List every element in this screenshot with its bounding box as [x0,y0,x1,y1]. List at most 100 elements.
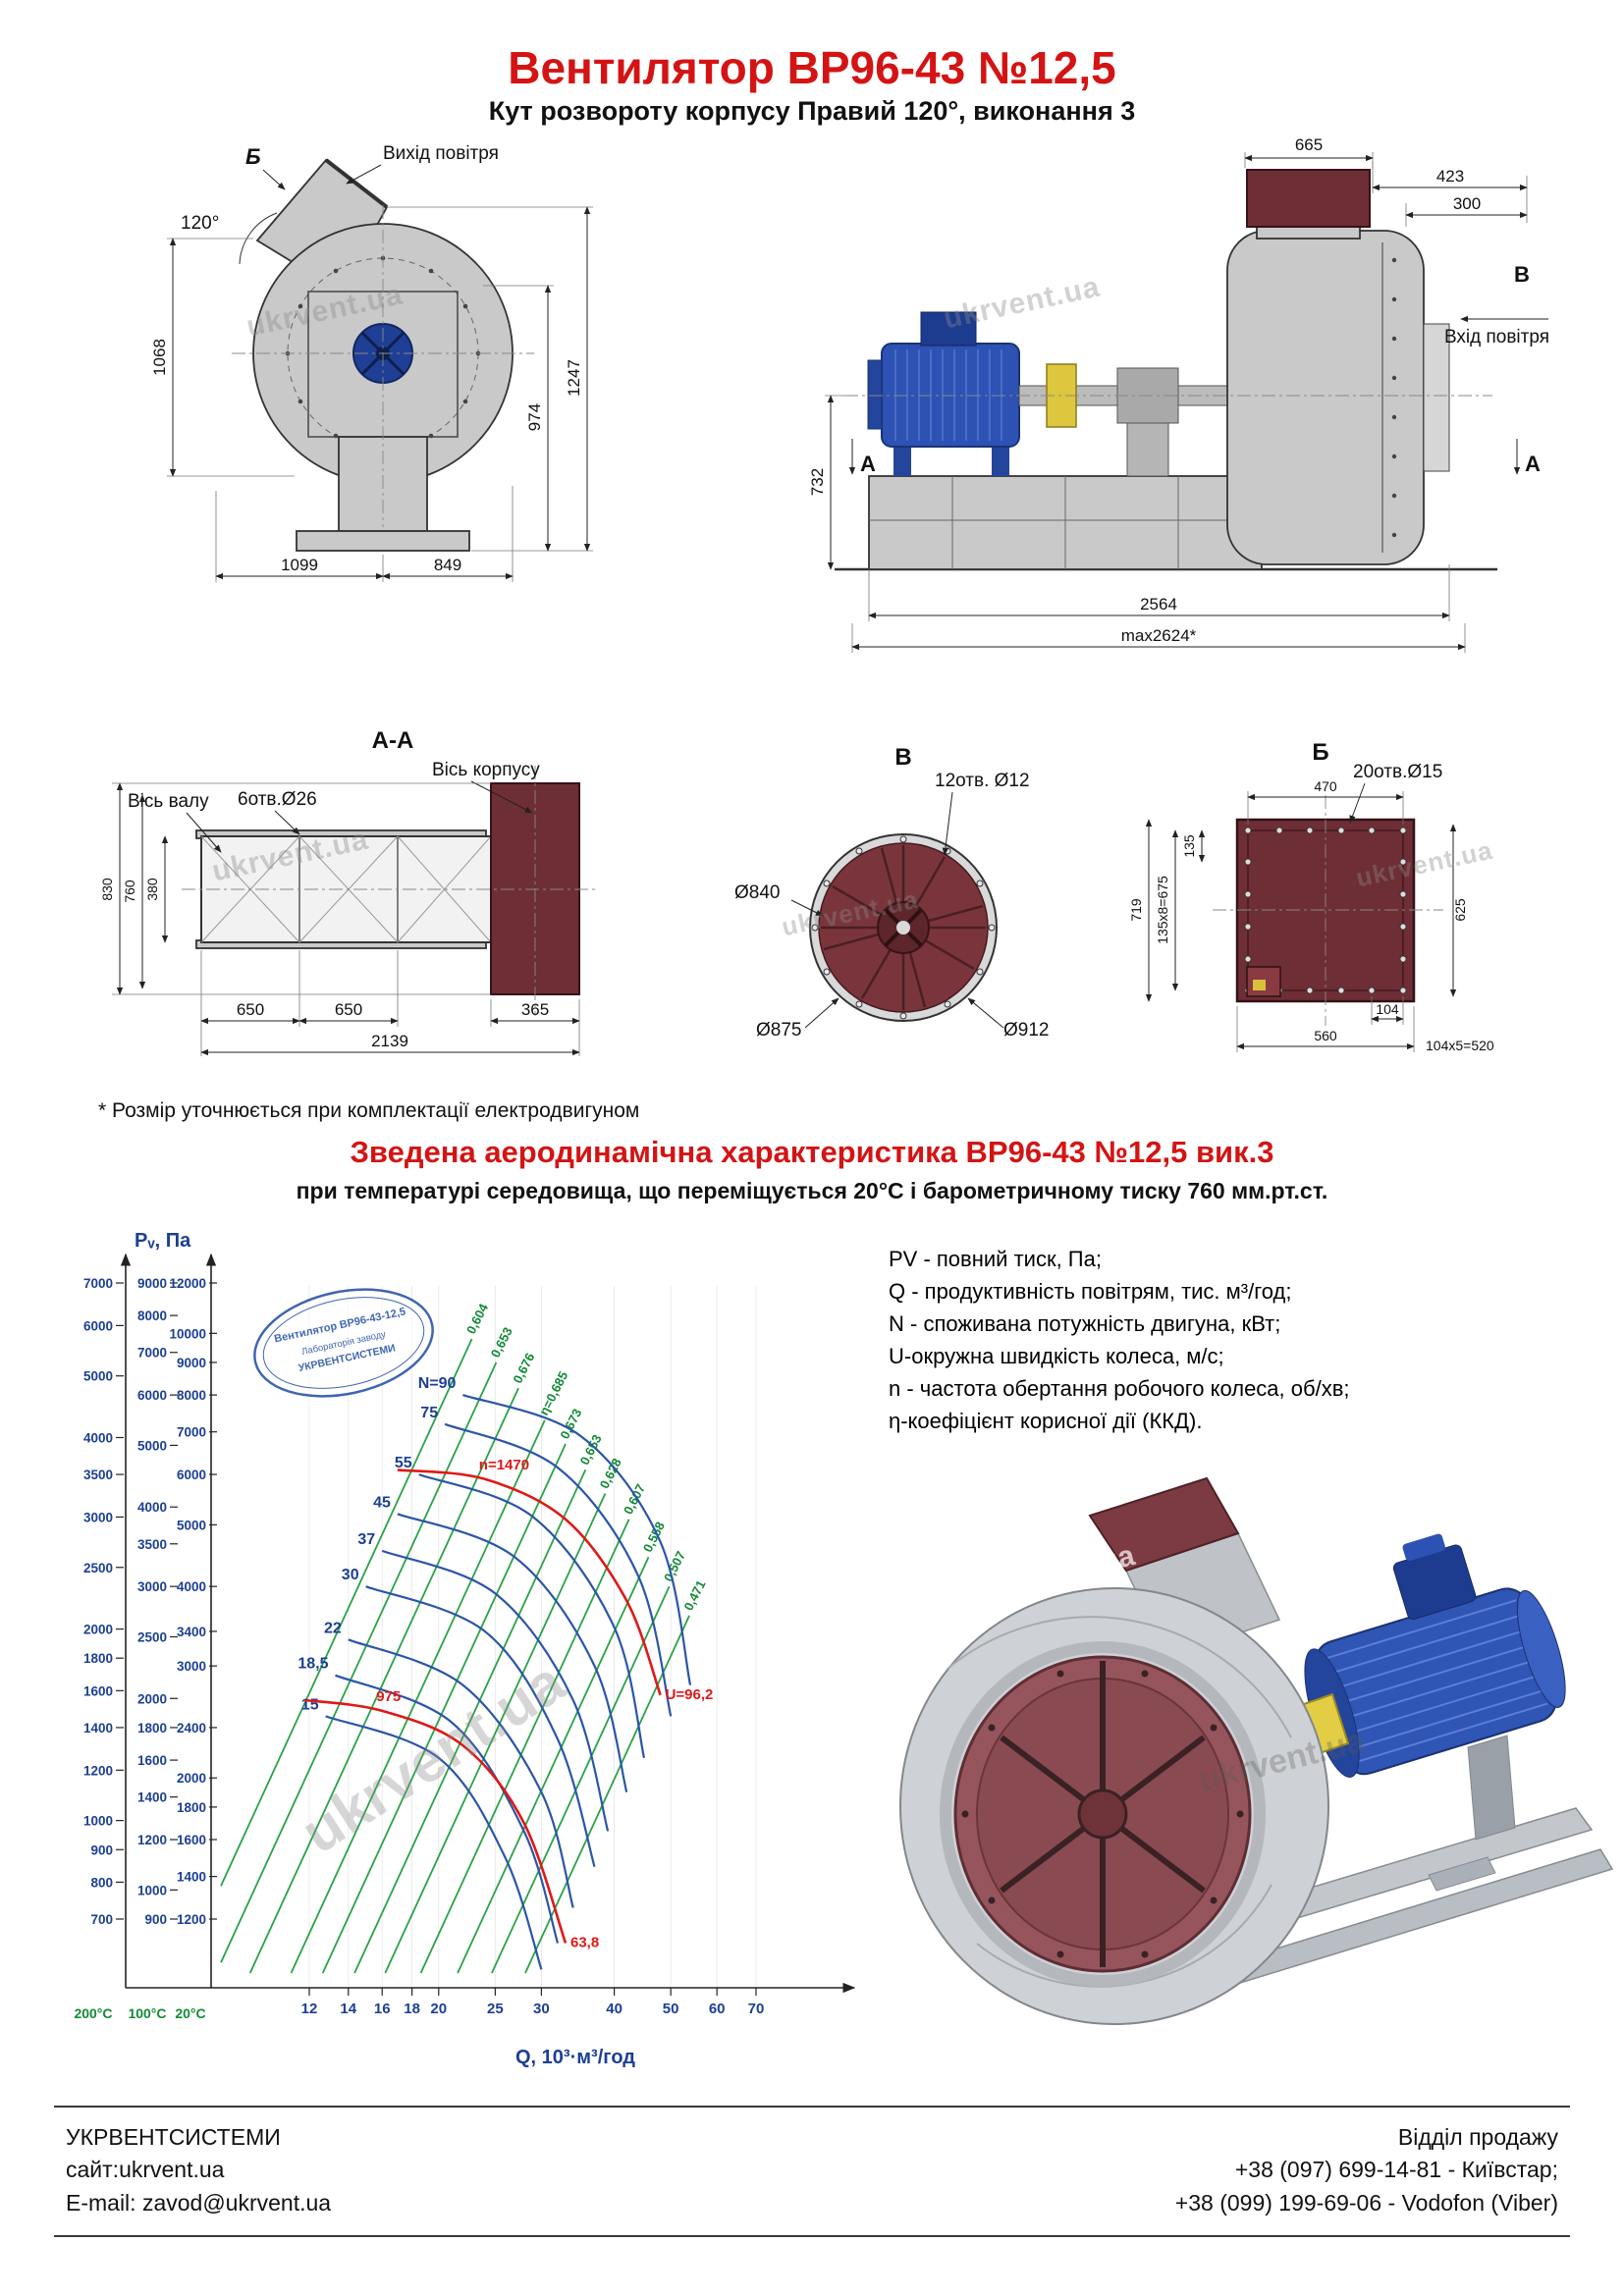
y-tick-label: 1200 [177,1912,206,1927]
footer-right: Відділ продажу +38 (097) 699-14-81 - Киї… [1175,2121,1558,2219]
y-tick-label: 7000 [177,1425,206,1440]
speed-end-label: U=96,2 [666,1686,714,1703]
y-tick-label: 800 [90,1875,113,1890]
dim-365: 365 [521,1000,549,1019]
x-tick-label: 25 [487,2001,504,2017]
power-curve-label: 30 [342,1567,359,1583]
y-tick-label: 1200 [83,1763,113,1778]
efficiency-label: 0,604 [463,1301,491,1336]
y-tick-label: 1000 [137,1883,167,1897]
front-view-drawing: Б Вихід повітря 120° 1068 1247 974 1099 … [150,143,593,582]
fan-3d-render: ukrvent.ua ukrvent.ua [899,1476,1614,2025]
holes-label: 6отв.Ø26 [238,789,317,810]
y-tick-label: 1800 [137,1721,167,1735]
dia-875: Ø875 [756,1020,801,1041]
marker-b: Б [245,144,261,169]
dim-1099: 1099 [281,556,318,574]
y-tick-label: 8000 [137,1308,167,1323]
front-view-geometry [232,158,534,552]
efficiency-line [524,1615,690,1974]
y-tick-label: 700 [90,1912,113,1927]
dim-974: 974 [525,403,544,431]
efficiency-line [457,1556,650,1974]
y-tick-label: 1200 [137,1833,167,1847]
motor-fins [894,349,1002,441]
power-curve-label: N=90 [418,1375,457,1392]
legend-line-rpm: n - частота обертання робочого колеса, о… [889,1376,1350,1401]
phone-2: +38 (099) 199-69-06 - Vodofon (Viber) [1174,2189,1558,2216]
y-tick-label: 1600 [83,1683,113,1698]
power-curve [335,1674,560,1944]
y-tick-label: 9000 [177,1356,206,1370]
power-curve-label: 37 [357,1531,375,1548]
inlet-3d [940,1641,1266,1987]
air-out-label: Вихід повітря [383,143,499,164]
y-tick-label: 2500 [83,1561,113,1575]
power-curve [418,1473,646,1759]
marker-a-left: А [860,452,876,476]
aero-conditions: при температурі середовища, що переміщує… [296,1178,1328,1203]
legend-line-eta: η-коефіцієнт корисної дії (ККД). [889,1409,1203,1433]
y-tick-label: 5000 [137,1438,167,1453]
y-tick-label: 1600 [177,1833,206,1847]
marker-a-right: А [1525,452,1541,476]
legend-line-n: N - споживана потужність двигуна, кВт; [889,1311,1281,1336]
air-in-label: Вхід повітря [1444,327,1549,347]
y-tick-label: 1400 [177,1870,206,1885]
y-tick-label: 4000 [177,1579,206,1594]
y-tick-label: 2000 [137,1691,167,1706]
power-curve [381,1549,610,1832]
dim-423: 423 [1436,167,1464,186]
section-aa-drawing: А-А Вісь корпусу Вісь валу 6отв.Ø26 [99,727,599,1056]
watermark: ukrvent.ua [291,1648,576,1866]
company-name: УКРВЕНТСИСТЕМИ [66,2124,281,2150]
x-tick-label: 30 [533,2001,550,2017]
dim-470: 470 [1314,778,1337,794]
power-curve [348,1638,574,1908]
aero-chart: 7000600050004000350030002500200018001600… [74,1230,856,2068]
dim-1247: 1247 [565,359,583,397]
speed-curve-label: n=1470 [479,1457,529,1473]
marker-v: В [1514,262,1530,287]
efficiency-line [220,1338,473,1887]
temp-label: 100°C [128,2005,166,2021]
x-tick-label: 70 [748,2001,765,2017]
efficiency-line [248,1387,519,1974]
x-tick-label: 60 [709,2001,726,2017]
y-tick-label: 1400 [83,1721,113,1735]
angle-label: 120° [181,213,219,234]
view-v-geometry [809,833,998,1022]
y-axis-title: Pᵥ, Па [135,1230,191,1252]
y-tick-label: 10000 [169,1326,206,1341]
dim-719: 719 [1128,898,1144,922]
holes-label: 12отв. Ø12 [935,771,1030,791]
x-tick-label: 12 [301,2001,318,2017]
dim-830: 830 [99,878,115,901]
y-tick-label: 3500 [137,1537,167,1552]
section-aa-dimensions: 830 760 380 650 650 365 2139 [99,782,580,1056]
side-view-drawing: В Вхід повітря А А 665 423 300 732 2564 [808,135,1549,653]
site-link: сайт:ukrvent.ua [66,2157,225,2183]
y-tick-label: 3000 [137,1579,167,1594]
temp-label: 200°C [74,2005,112,2021]
page-subtitle: Кут розвороту корпусу Правий 120°, викон… [488,96,1136,126]
page-title: Вентилятор ВР96-43 №12,5 [508,42,1116,93]
temp-label: 20°C [175,2005,205,2021]
y-tick-label: 2500 [137,1629,167,1644]
dim-2564: 2564 [1140,595,1177,614]
efficiency-label: 0,676 [510,1351,537,1386]
efficiency-line [491,1585,671,1974]
y-tick-label: 1000 [83,1814,113,1829]
x-tick-label: 18 [404,2001,420,2017]
footer-left: УКРВЕНТСИСТЕМИ сайт:ukrvent.ua E-mail: z… [66,2121,331,2219]
view-v-drawing: В 12отв. Ø12 Ø840 [734,744,1049,1041]
axis-body-label: Вісь корпусу [432,760,540,780]
dim-104: 104 [1376,1001,1399,1017]
footnote: * Розмір уточнюється при комплектації ел… [98,1099,640,1122]
y-tick-label: 900 [90,1842,113,1857]
y-tick-label: 4000 [137,1500,167,1515]
dim-max2624: max2624* [1121,626,1197,645]
power-curve [365,1585,596,1868]
y-tick-label: 7000 [137,1346,167,1361]
motor-3d [1304,1533,1566,1778]
